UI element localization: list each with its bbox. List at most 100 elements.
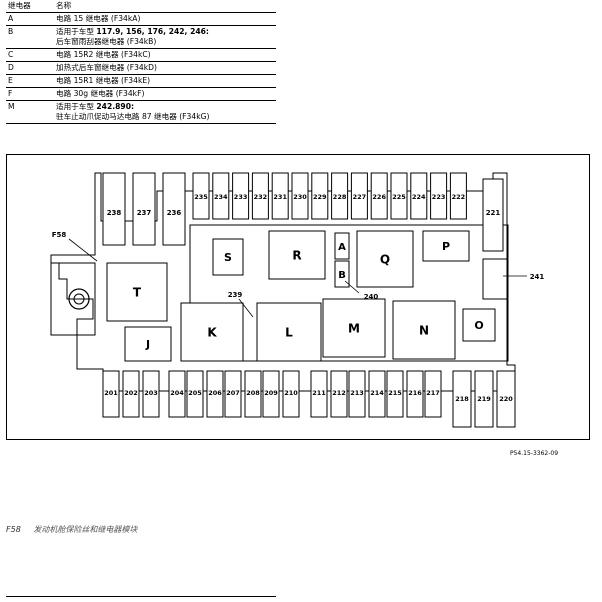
callout-240: 240 [364,293,379,301]
fuse-228 [331,172,349,220]
relay-S [212,238,244,276]
fuse-223 [430,172,448,220]
relay-label-J: J [145,338,150,351]
fuse-224 [410,172,428,220]
fuse-238 [102,172,126,246]
fuse-220 [496,370,516,428]
callout-241: 241 [530,273,545,281]
relay-label-B: B [338,270,346,281]
header-relay: 继电器 [6,0,54,13]
reference-code: P54.15-3362-09 [510,450,559,457]
relay-id: M [6,100,54,124]
fuse-221 [482,178,504,252]
relay-description: 电路 30g 继电器 (F34kF) [56,89,145,98]
relay-id: F [6,87,54,101]
relay-id: B [6,25,54,49]
relay-label-T: T [133,286,142,300]
relay-K [180,302,244,362]
relay-name: 电路 15 继电器 (F34kA) [54,12,276,26]
fuse-206 [206,370,224,418]
callout-f58-line [68,238,98,262]
fuse-225 [390,172,408,220]
fuse-227 [350,172,368,220]
fuse-226 [370,172,388,220]
relay-description: 电路 15 继电器 (F34kA) [56,14,141,23]
relay-N [392,300,456,360]
fuse-label-214: 214 [370,389,384,397]
relay-name: 电路 30g 继电器 (F34kF) [54,87,276,101]
next-table-edge [6,596,276,597]
relay-label-S: S [224,251,232,264]
relay-model-prefix: 适用于车型 [56,102,97,111]
fuse-label-235: 235 [194,193,208,201]
caption-text: 发动机舱保险丝和继电器模块 [33,525,138,534]
relay-description: 驻车止动爪促动马达电路 87 继电器 (F34kG) [56,112,210,121]
relay-name: 电路 15R2 继电器 (F34kC) [54,48,276,62]
fuse-label-225: 225 [392,193,406,201]
fuse-236 [162,172,186,246]
relay-label-M: M [348,322,360,336]
relay-label-L: L [285,326,293,340]
fuse-230 [291,172,309,220]
fuse-label-202: 202 [124,389,138,397]
fuse-label-233: 233 [234,193,248,201]
fuse-label-203: 203 [144,389,158,397]
relay-description: 电路 15R2 继电器 (F34kC) [56,50,151,59]
relay-label-A: A [338,242,346,253]
fuse-203 [142,370,160,418]
relay-B [334,260,350,288]
fuse-label-215: 215 [388,389,402,397]
relay-plate [189,224,509,362]
fuse-label-201: 201 [104,389,118,397]
header-name: 名称 [54,0,276,13]
fuse-label-224: 224 [412,193,426,201]
fuse-237 [132,172,156,246]
mounting-screw-inner [73,293,85,305]
callout-239: 239 [228,291,243,299]
relay-name: 适用于车型 117.9, 156, 176, 242, 246:后车窗雨刮器继电… [54,25,276,49]
fuse-210 [282,370,300,418]
fuse-label-211: 211 [312,389,326,397]
fuse-215 [386,370,404,418]
fuse-label-218: 218 [455,395,469,403]
fuse-205 [186,370,204,418]
fuse-235 [192,172,210,220]
callout-f58: F58 [52,231,67,239]
fuse-216 [406,370,424,418]
fuse-label-231: 231 [273,193,287,201]
fuse-208 [244,370,262,418]
fuse-233 [232,172,250,220]
fuse-label-204: 204 [170,389,184,397]
relay-P [422,230,470,262]
relay-label-Q: Q [380,253,390,267]
relay-L [256,302,322,362]
fuse-label-208: 208 [246,389,260,397]
figure-caption: F58 发动机舱保险丝和继电器模块 [6,524,137,535]
fuse-label-234: 234 [214,193,228,201]
component-241 [482,258,508,300]
fuse-label-210: 210 [284,389,298,397]
relay-Q [356,230,414,288]
fuse-214 [368,370,386,418]
relay-description: 加热式后车窗继电器 (F34kD) [56,63,157,72]
fuse-232 [251,172,269,220]
fuse-label-216: 216 [408,389,422,397]
fuse-label-236: 236 [167,209,182,217]
relay-J [124,326,172,362]
relay-A [334,232,350,260]
callout-239-line [238,298,254,318]
relay-label-R: R [292,249,301,263]
fuse-label-213: 213 [350,389,364,397]
fuse-202 [122,370,140,418]
relay-O [462,308,496,342]
relay-description: 后车窗雨刮器继电器 (F34kB) [56,37,157,46]
relay-label-N: N [419,324,429,338]
fuse-209 [262,370,280,418]
fuse-label-237: 237 [137,209,152,217]
relay-id: D [6,61,54,75]
